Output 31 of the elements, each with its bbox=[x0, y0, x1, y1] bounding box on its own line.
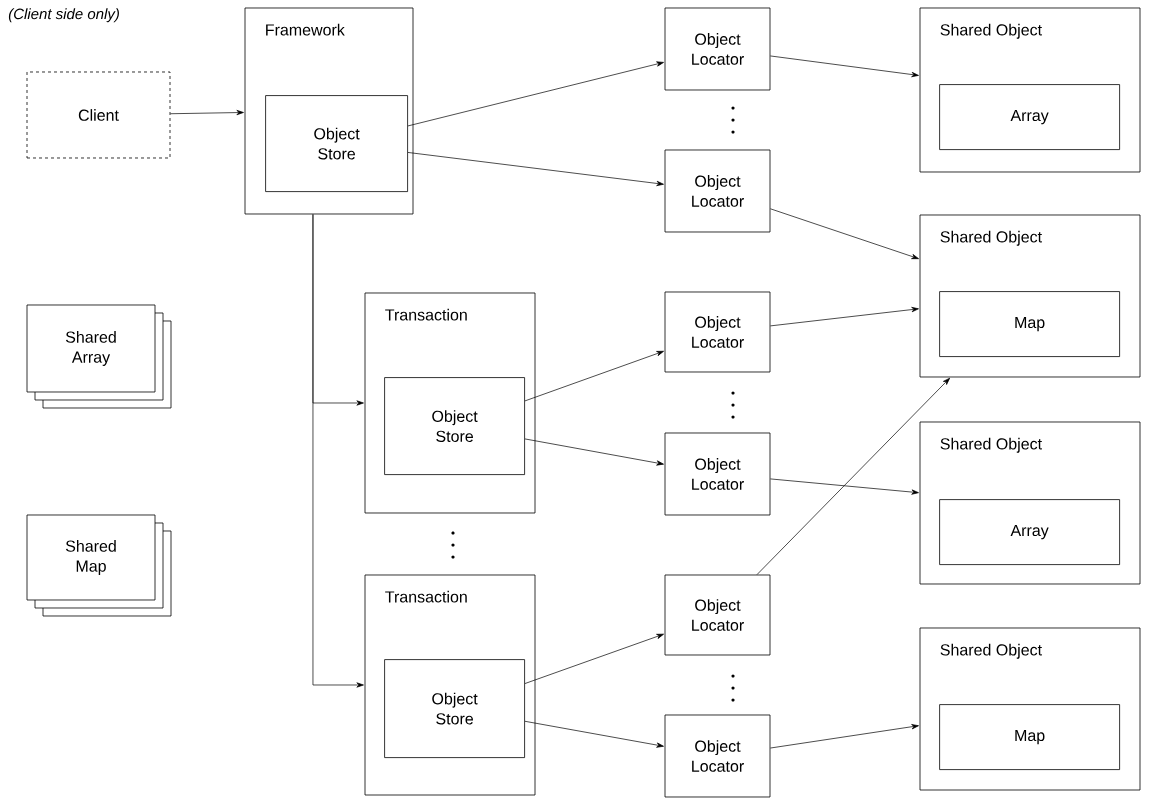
note-text: (Client side only) bbox=[8, 8, 119, 23]
component-box: Object Locator bbox=[664, 714, 771, 798]
arrow bbox=[770, 208, 919, 260]
component-box: Object Store bbox=[384, 659, 525, 758]
arrow bbox=[524, 720, 664, 748]
arrow bbox=[770, 478, 919, 495]
stacked-boxes: Shared Map bbox=[26, 514, 172, 617]
stacked-boxes: Shared Array bbox=[26, 304, 172, 409]
component-box: Object Locator bbox=[664, 7, 771, 91]
arrow bbox=[407, 61, 664, 127]
component-box: Array bbox=[939, 84, 1120, 150]
arrow bbox=[312, 214, 364, 688]
component-box: Object Locator bbox=[664, 574, 771, 656]
arrow bbox=[524, 438, 664, 466]
arrow bbox=[524, 633, 664, 684]
arrow bbox=[524, 350, 664, 402]
component-box: Object Store bbox=[265, 95, 408, 192]
component-box: Object Locator bbox=[664, 149, 771, 233]
arrow bbox=[770, 55, 919, 78]
arrow bbox=[770, 724, 919, 749]
component-box: Object Store bbox=[384, 377, 525, 475]
component-box: Object Locator bbox=[664, 291, 771, 373]
arrow bbox=[407, 152, 664, 186]
client-box: Client bbox=[26, 71, 171, 159]
component-box: Array bbox=[939, 499, 1120, 565]
arrow bbox=[756, 377, 950, 575]
arrow bbox=[770, 307, 919, 327]
arrow bbox=[170, 110, 244, 116]
component-box: Map bbox=[939, 291, 1120, 357]
component-box: Map bbox=[939, 704, 1120, 770]
component-box: Object Locator bbox=[664, 432, 771, 516]
